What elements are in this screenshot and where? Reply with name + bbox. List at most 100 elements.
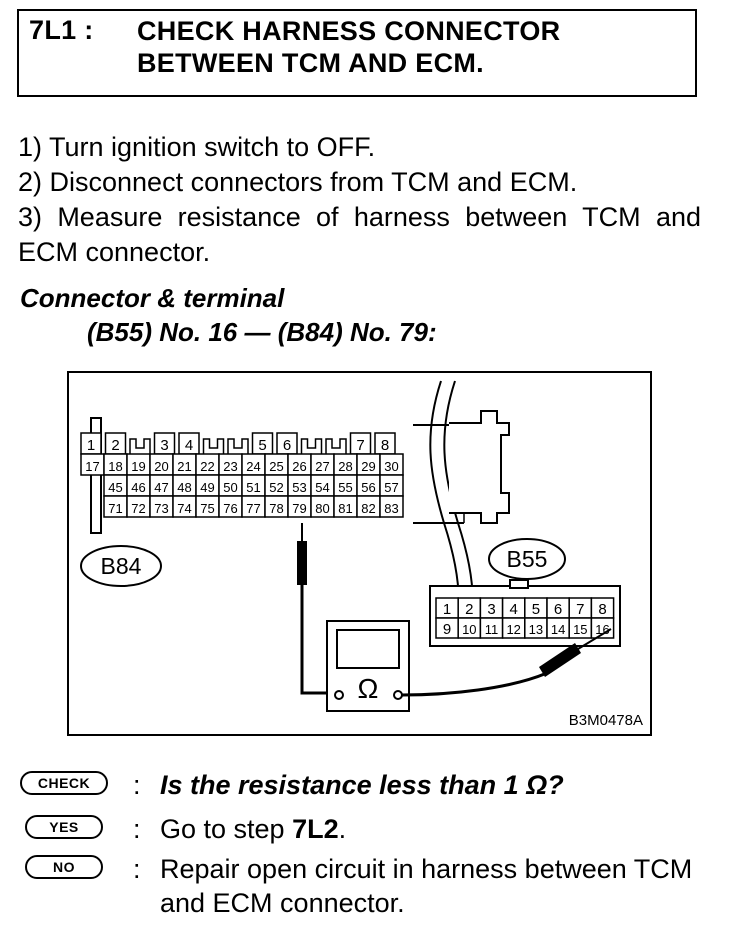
connector-heading: Connector & terminal (20, 283, 285, 313)
b84-terminal-71-label: 71 (108, 501, 122, 516)
ohmmeter-display (336, 629, 400, 669)
b55-terminal-11-label: 11 (485, 622, 499, 637)
b84-terminal-51-label: 51 (246, 480, 260, 495)
b84-terminal-6-label: 6 (283, 437, 291, 454)
b55-terminal-8-label: 8 (598, 601, 606, 618)
instruction-item-2: 2) Disconnect connectors from TCM and EC… (18, 167, 578, 197)
b84-terminal-83-cell (379, 495, 404, 518)
b84-terminal-73-label: 73 (154, 501, 168, 516)
b84-terminal-26-label: 26 (292, 459, 306, 474)
b55-tag: B55 (488, 538, 566, 580)
b84-terminal-5-label: 5 (258, 437, 266, 454)
b84-terminal-49-label: 49 (200, 480, 214, 495)
probe-b84-handle (297, 541, 307, 585)
b84-terminal-46-label: 46 (131, 480, 145, 495)
ohm-symbol: Ω (358, 673, 379, 704)
b84-terminal-27-label: 27 (315, 459, 329, 474)
b84-terminal-57-label: 57 (384, 480, 398, 495)
b84-terminal-1-label: 1 (87, 437, 95, 454)
probe-b55-lead (401, 671, 548, 697)
b84-terminal-18-label: 18 (108, 459, 122, 474)
step-title-line-1: CHECK HARNESS CONNECTOR (137, 16, 561, 46)
b84-terminal-19-label: 19 (131, 459, 145, 474)
b84-tag-label: B84 (101, 553, 142, 579)
no-answer: Repair open circuit in harness between T… (160, 854, 693, 918)
b55-terminal-4-label: 4 (510, 601, 518, 618)
b84-terminal-4-label: 4 (185, 437, 193, 454)
b55-terminal-15-label: 15 (573, 622, 587, 637)
b55-terminal-14-label: 14 (551, 622, 565, 637)
b55-tag-label: B55 (507, 546, 548, 572)
yes-step-ref: 7L2 (292, 814, 339, 844)
ohmmeter-terminal-right (393, 690, 403, 700)
b84-notch (325, 438, 347, 454)
b84-terminal-24-label: 24 (246, 459, 260, 474)
b84-notch (300, 438, 323, 454)
b84-terminal-75-label: 75 (200, 501, 214, 516)
b84-terminal-81-label: 81 (338, 501, 352, 516)
yes-answer: Go to step 7L2. (160, 812, 705, 846)
b55-terminal-13-label: 13 (529, 622, 543, 637)
check-colon: : (133, 770, 141, 800)
check-question: Is the resistance less than 1 Ω? (160, 770, 564, 800)
b84-terminal-80-label: 80 (315, 501, 329, 516)
b55-terminal-16-cell (590, 617, 615, 639)
b55-terminal-5-label: 5 (532, 601, 540, 618)
step-header: 7L1 : CHECK HARNESS CONNECTOR BETWEEN TC… (17, 9, 697, 97)
b84-terminal-82-label: 82 (361, 501, 375, 516)
b84-terminal-52-label: 52 (269, 480, 283, 495)
b84-notch (227, 438, 249, 454)
b84-terminal-17-label: 17 (85, 459, 99, 474)
b84-tag: B84 (80, 545, 162, 587)
no-colon: : (133, 854, 141, 884)
b55-terminal-12-label: 12 (506, 622, 520, 637)
ecm-housing (449, 410, 510, 524)
b55-latch (509, 579, 529, 589)
b55-terminal-16-label: 16 (595, 622, 609, 637)
b84-terminal-2-label: 2 (111, 437, 119, 454)
b84-terminal-21-label: 21 (177, 459, 191, 474)
b84-terminal-22-label: 22 (200, 459, 214, 474)
probe-b84-lead (300, 585, 327, 695)
probe-b55-handle (539, 643, 581, 677)
b84-terminal-3-label: 3 (160, 437, 168, 454)
b55-terminal-2-label: 2 (465, 601, 473, 618)
b84-terminal-48-label: 48 (177, 480, 191, 495)
b84-terminal-7-label: 7 (356, 437, 364, 454)
instruction-list: 1) Turn ignition switch to OFF. 2) Disco… (18, 130, 701, 270)
b84-terminal-20-label: 20 (154, 459, 168, 474)
step-title-line-2: BETWEEN TCM AND ECM. (137, 48, 484, 78)
b55-terminal-9-label: 9 (443, 621, 451, 638)
b84-terminal-45-label: 45 (108, 480, 122, 495)
ohmmeter-terminal-left (334, 690, 344, 700)
b55-terminal-6-label: 6 (554, 601, 562, 618)
b84-tag-ring (80, 545, 162, 587)
b84-terminal-30-label: 30 (384, 459, 398, 474)
b84-terminal-55-label: 55 (338, 480, 352, 495)
b84-terminal-74-label: 74 (177, 501, 191, 516)
b84-notch (129, 438, 151, 454)
b84-notch (202, 438, 225, 454)
yes-colon: : (133, 814, 141, 844)
b84-terminal-47-label: 47 (154, 480, 168, 495)
b55-terminal-1-label: 1 (443, 601, 451, 618)
b55-terminal-10-label: 10 (462, 622, 476, 637)
no-badge: NO (25, 855, 103, 879)
probe-b55 (401, 628, 612, 697)
b84-terminal-83-label: 83 (384, 501, 398, 516)
yes-text-prefix: Go to step (160, 814, 293, 844)
b84-terminal-56-label: 56 (361, 480, 375, 495)
b84-terminal-50-label: 50 (223, 480, 237, 495)
connector-spec: (B55) No. 16 — (B84) No. 79: (87, 317, 437, 347)
b84-terminal-28-label: 28 (338, 459, 352, 474)
b84-terminal-54-label: 54 (315, 480, 329, 495)
instruction-item-3: 3) Measure resistance of harness between… (18, 202, 701, 267)
step-title: CHECK HARNESS CONNECTOR BETWEEN TCM AND … (137, 15, 677, 79)
b84-terminal-25-label: 25 (269, 459, 283, 474)
check-badge: CHECK (20, 771, 108, 795)
b55-terminal-7-label: 7 (576, 601, 584, 618)
